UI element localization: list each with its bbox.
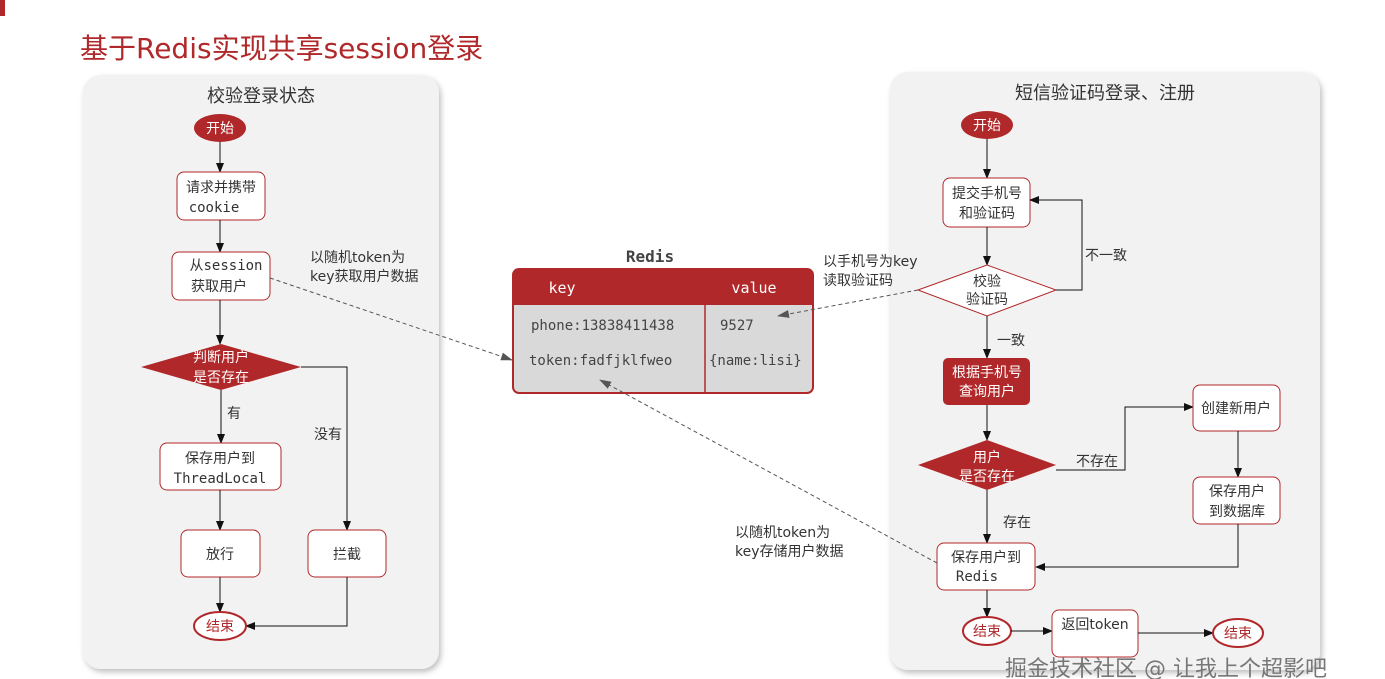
verify-code-decision: 校验 验证码: [916, 264, 1058, 317]
redis-row-value: {name:lisi}: [709, 353, 802, 369]
box-line: 创建新用户: [1201, 400, 1271, 417]
end-node-2: 结束: [1212, 618, 1264, 648]
box-line: 根据手机号: [952, 365, 1022, 381]
left-panel-title: 校验登录状态: [207, 86, 315, 107]
annotation-get-user: key获取用户数据: [310, 268, 419, 285]
redis-row-value: 9527: [720, 318, 754, 334]
redis-row-key: token:fadfjklfweo: [529, 353, 672, 369]
annotation-read-code: 以手机号为key: [823, 254, 918, 270]
decision-line: 是否存在: [959, 469, 1015, 485]
box-line: 保存用户到: [185, 450, 255, 467]
annotation-store-user: key存储用户数据: [735, 543, 844, 560]
left-panel: 校验登录状态 开始 请求并携带 cookie 从session 获取用户 判断用…: [83, 75, 439, 669]
start-label: 开始: [973, 118, 1001, 134]
redis-title: Redis: [626, 247, 674, 266]
request-cookie-box: 请求并携带 cookie: [176, 171, 266, 221]
return-token-box: 返回token: [1051, 609, 1139, 658]
right-panel: 短信验证码登录、注册 开始 提交手机号 和验证码 校验 验证码 不一致 一致 根…: [890, 72, 1320, 670]
end-label: 结束: [206, 619, 234, 635]
save-threadlocal-box: 保存用户到 ThreadLocal: [159, 442, 282, 491]
box-line: Redis: [956, 569, 998, 585]
user-exists-decision: 用户 是否存在: [918, 440, 1056, 490]
redis-header-value: value: [731, 279, 776, 297]
end-label: 结束: [973, 624, 1001, 640]
box-line: 提交手机号: [952, 185, 1022, 202]
decision-line: 用户: [973, 449, 1001, 466]
pass-box: 放行: [180, 529, 261, 578]
box-line: 保存用户到: [951, 549, 1021, 566]
decision-line: 校验: [973, 273, 1001, 290]
box-line: 拦截: [333, 547, 361, 563]
box-line: cookie: [189, 200, 240, 216]
query-user-box: 根据手机号 查询用户: [943, 358, 1030, 405]
box-line: 保存用户: [1209, 483, 1265, 500]
box-line: 获取用户: [191, 278, 247, 295]
block-box: 拦截: [307, 529, 387, 578]
decision-line: 判断用户: [193, 349, 249, 366]
end-label: 结束: [1224, 626, 1252, 642]
end-node: 结束: [193, 611, 247, 641]
end-node-1: 结束: [962, 616, 1012, 646]
dashed-read-code-arrow: [777, 289, 919, 318]
no-label: 没有: [314, 427, 342, 443]
box-line: 从session: [189, 258, 262, 274]
user-exists-decision: 判断用户 是否存在: [141, 344, 301, 390]
not-exist-label: 不存在: [1076, 454, 1118, 470]
exist-label: 存在: [1003, 515, 1031, 531]
annotation-read-code: 读取验证码: [823, 272, 893, 289]
box-line: 返回token: [1061, 617, 1128, 633]
annotation-store-user: 以随机token为: [735, 525, 830, 541]
redis-row-key: phone:13838411438: [531, 318, 674, 334]
get-user-from-session-box: 从session 获取用户: [171, 251, 271, 301]
corner-mark: [0, 0, 5, 16]
match-label: 一致: [997, 333, 1025, 349]
right-panel-title: 短信验证码登录、注册: [1015, 83, 1195, 104]
box-line: 和验证码: [959, 206, 1015, 222]
page-title: 基于Redis实现共享session登录: [80, 32, 483, 65]
save-db-box: 保存用户 到数据库: [1192, 476, 1281, 525]
annotation-get-user: 以随机token为: [310, 250, 405, 266]
decision-line: 是否存在: [193, 370, 249, 386]
start-label: 开始: [206, 121, 234, 137]
start-node: 开始: [194, 114, 246, 142]
save-redis-box: 保存用户到 Redis: [936, 542, 1036, 591]
box-line: ThreadLocal: [174, 471, 267, 487]
box-line: 请求并携带: [186, 180, 256, 196]
yes-label: 有: [227, 406, 241, 422]
decision-line: 验证码: [966, 292, 1008, 308]
redis-store: Redis key value phone:13838411438 9527 t…: [512, 247, 814, 394]
mismatch-label: 不一致: [1085, 248, 1127, 264]
watermark: 掘金技术社区 @ 让我上个超影吧: [1005, 657, 1327, 679]
redis-header-key: key: [548, 279, 575, 297]
dashed-get-user-arrow: [269, 277, 513, 361]
box-line: 放行: [206, 547, 234, 563]
dashed-store-user-arrow: [599, 379, 938, 564]
box-line: 到数据库: [1209, 504, 1265, 520]
create-user-box: 创建新用户: [1192, 384, 1281, 432]
box-line: 查询用户: [959, 383, 1015, 400]
start-node: 开始: [961, 111, 1013, 139]
submit-phone-code-box: 提交手机号 和验证码: [942, 177, 1031, 228]
